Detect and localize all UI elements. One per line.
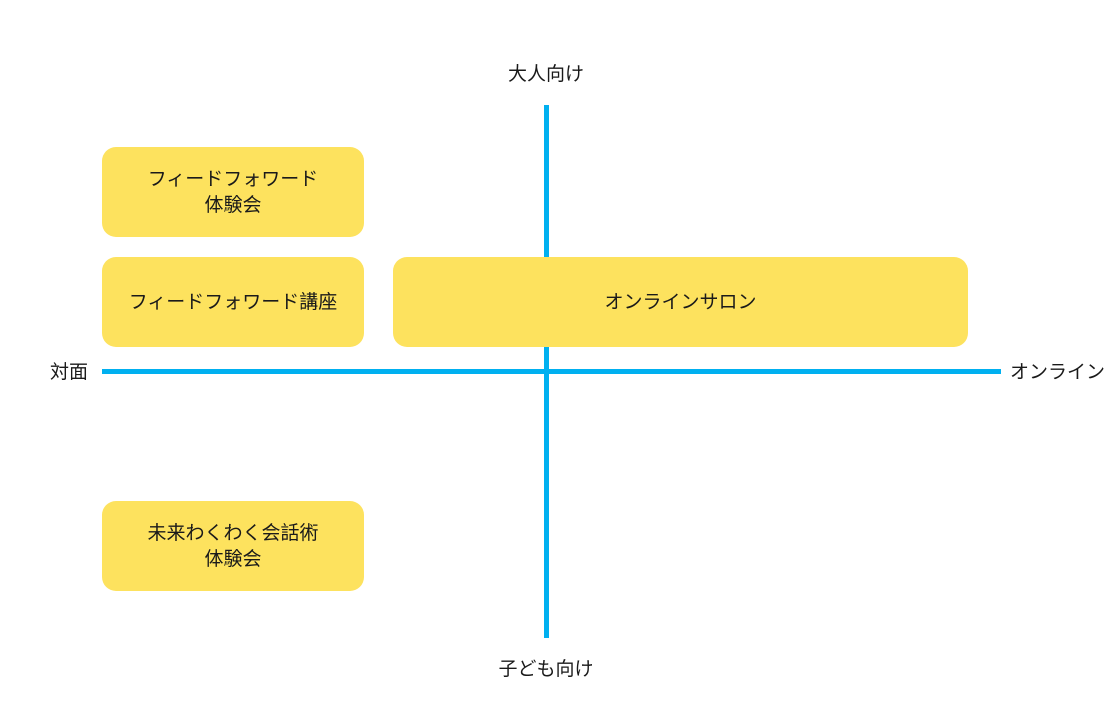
- item-online-salon: オンラインサロン: [393, 257, 968, 347]
- item-feedforward-trial: フィードフォワード 体験会: [102, 147, 364, 237]
- horizontal-axis: [102, 369, 1001, 374]
- item-waku-conversation-trial-line1: 未来わくわく会話術: [147, 522, 319, 544]
- item-feedforward-trial-line1: フィードフォワード: [147, 168, 319, 190]
- axis-label-right: オンライン: [1010, 361, 1106, 383]
- item-waku-conversation-trial: 未来わくわく会話術 体験会: [102, 501, 364, 591]
- item-waku-conversation-trial-line2: 体験会: [204, 548, 262, 570]
- item-feedforward-course: フィードフォワード講座: [102, 257, 364, 347]
- axis-label-bottom: 子ども向け: [498, 658, 594, 680]
- item-online-salon-label: オンラインサロン: [604, 291, 757, 313]
- item-feedforward-course-label: フィードフォワード講座: [128, 291, 338, 313]
- axis-label-left: 対面: [49, 361, 88, 383]
- axis-label-top: 大人向け: [507, 63, 584, 85]
- item-feedforward-trial-line2: 体験会: [204, 194, 262, 216]
